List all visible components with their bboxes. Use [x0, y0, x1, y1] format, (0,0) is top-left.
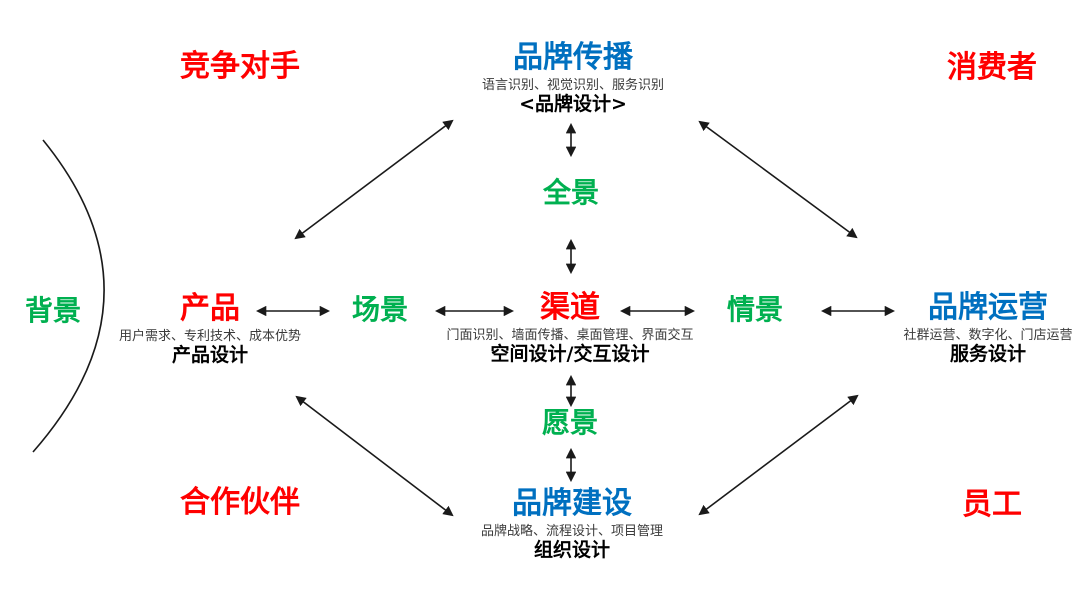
label-vision: 愿景	[541, 406, 599, 439]
label-scene: 场景	[351, 293, 409, 326]
background-arc	[32, 139, 105, 453]
brand-building-title: 品牌建设	[511, 486, 632, 521]
brand-operation-design: 服务设计	[949, 343, 1027, 366]
label-panorama: 全景	[542, 176, 600, 209]
node-brand-communication: 品牌传播 语言识别、视觉识别、服务识别 <品牌设计>	[481, 40, 665, 116]
arrow-brandcomm-brandop	[698, 120, 858, 239]
label-employees: 员工	[962, 487, 1022, 522]
product-subtitle: 用户需求、专利技术、成本优势	[118, 328, 302, 344]
brand-communication-subtitle: 语言识别、视觉识别、服务识别	[481, 77, 665, 93]
node-channel: 渠道 门面识别、墙面传播、桌面管理、界面交互 空间设计/交互设计	[446, 290, 694, 366]
product-design: 产品设计	[171, 344, 249, 367]
node-brand-operation: 品牌运营 社群运营、数字化、门店运营 服务设计	[903, 290, 1073, 366]
channel-title: 渠道	[539, 290, 600, 325]
brand-building-subtitle: 品牌战略、流程设计、项目管理	[480, 523, 664, 539]
brand-building-design: 组织设计	[533, 539, 611, 562]
brand-operation-subtitle: 社群运营、数字化、门店运营	[903, 327, 1073, 343]
label-background: 背景	[24, 294, 82, 327]
brand-operation-title: 品牌运营	[927, 290, 1048, 325]
label-competitors: 竞争对手	[180, 49, 300, 84]
channel-design: 空间设计/交互设计	[490, 343, 650, 366]
label-partners: 合作伙伴	[180, 485, 300, 520]
arrow-product-brandbuild	[295, 395, 454, 517]
channel-subtitle: 门面识别、墙面传播、桌面管理、界面交互	[446, 327, 694, 343]
brand-communication-design: <品牌设计>	[519, 93, 627, 116]
label-consumers: 消费者	[947, 50, 1037, 85]
arrow-brandbuild-brandop	[698, 394, 859, 516]
label-situation: 情景	[726, 293, 784, 326]
node-brand-building: 品牌建设 品牌战略、流程设计、项目管理 组织设计	[480, 486, 664, 562]
product-title: 产品	[179, 291, 240, 326]
arrow-brandcomm-product	[294, 119, 454, 240]
node-product: 产品 用户需求、专利技术、成本优势 产品设计	[118, 291, 302, 367]
brand-communication-title: 品牌传播	[512, 40, 633, 75]
